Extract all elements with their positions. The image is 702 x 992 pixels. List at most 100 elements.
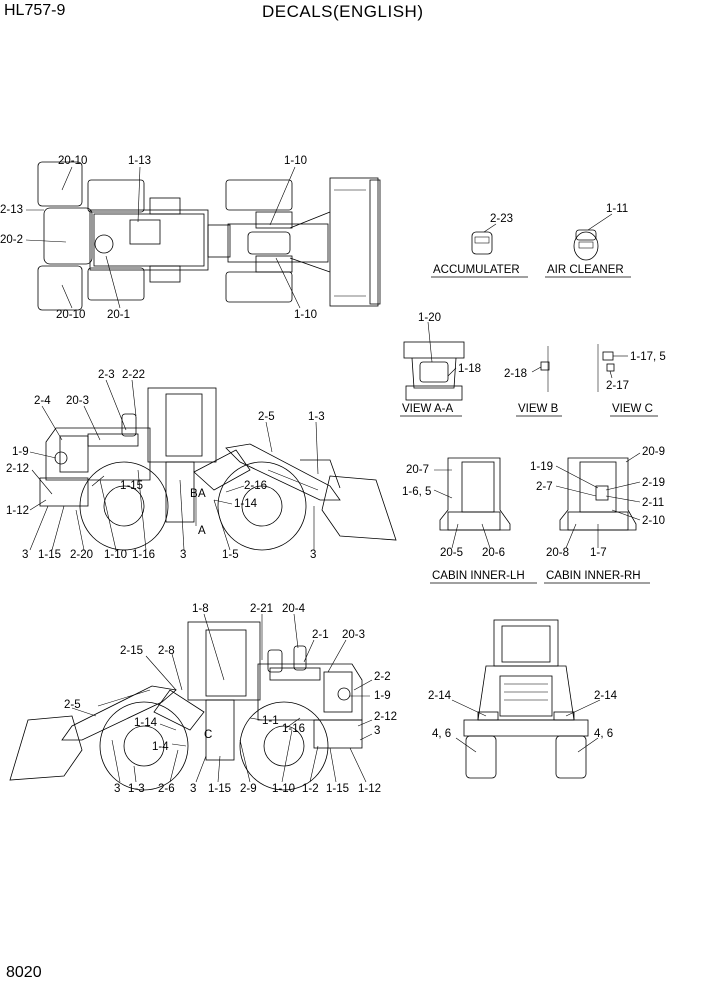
cabin-rh-ref: 2-11 [642,497,664,509]
right-side-label: 2-15 [120,645,143,657]
right-side-label: 1-8 [192,603,209,615]
left-side-label: 1-9 [12,446,29,458]
right-side-label: 1-14 [134,717,158,729]
right-side-label: 1-15 [326,783,349,795]
section-mark: B [190,488,198,500]
view-aa-ref: 1-20 [418,312,441,324]
cabin-rh-ref: 2-19 [642,477,665,489]
left-side-label: 20-3 [66,395,89,407]
cabin-rh-ref: 1-19 [530,461,553,473]
air-cleaner-ref: 1-11 [606,203,628,215]
left-side-label: 2-5 [258,411,275,423]
left-side-label: 2-20 [70,549,93,561]
right-side-label: 2-21 [250,603,273,615]
top-view-label: 20-10 [56,309,85,321]
left-side-label: 1-14 [234,498,258,510]
view-c-caption: VIEW C [612,403,653,415]
top-view-label: 2-13 [0,204,23,216]
left-side-label: 1-5 [222,549,239,561]
page-title: DECALS(ENGLISH) [262,2,424,21]
top-view-label: 1-10 [294,309,317,321]
air-cleaner-drawing [573,213,613,261]
left-side-label: 1-12 [6,505,29,517]
right-side-drawing [9,621,363,791]
left-side-label: 1-10 [104,549,127,561]
cabin-rh-drawing [555,452,641,549]
right-side-label: 3 [190,783,196,795]
view-c-drawing [597,344,628,392]
cabin-rh-ref: 2-10 [642,515,665,527]
view-aa-drawing [403,321,465,401]
top-view-leaders [25,166,301,309]
top-view-label: 20-2 [0,234,23,246]
cabin-rh-caption: CABIN INNER-RH [546,570,641,582]
front-view-label: 4, 6 [594,728,613,740]
cabin-lh-ref: 20-6 [482,547,505,559]
left-side-drawing [39,387,397,551]
right-side-label: 2-1 [312,629,329,641]
right-side-label: 3 [114,783,120,795]
right-side-label: 2-2 [374,671,391,683]
left-side-label: 2-3 [98,369,115,381]
model-number: HL757-9 [4,2,66,19]
right-side-label: 2-6 [158,783,175,795]
view-c-ref: 2-17 [606,380,629,392]
cabin-rh-ref: 2-7 [536,481,553,493]
page-number: 8020 [6,964,42,981]
air-cleaner-caption: AIR CLEANER [547,264,624,276]
cabin-rh-ref: 1-7 [590,547,607,559]
cabin-lh-drawing [433,457,511,549]
right-side-label: 2-8 [158,645,175,657]
front-view-drawing [463,619,589,779]
left-side-label: 3 [180,549,186,561]
left-side-label: 2-16 [244,480,267,492]
left-side-label: 3 [22,549,28,561]
cabin-rh-ref: 20-8 [546,547,569,559]
front-view-label: 2-14 [594,690,618,702]
right-side-label: 1-1 [262,715,279,727]
right-side-label: 1-10 [272,783,295,795]
right-side-label: 3 [374,725,380,737]
front-view-leaders [451,699,601,753]
left-side-label: 2-4 [34,395,51,407]
section-mark: A [198,525,206,537]
left-side-label: 2-12 [6,463,29,475]
cabin-lh-caption: CABIN INNER-LH [432,570,525,582]
accumulater-drawing [471,223,497,255]
view-aa-ref: 1-18 [458,363,481,375]
left-side-label: 1-15 [120,480,143,492]
cabin-lh-ref: 1-6, 5 [402,486,431,498]
cabin-rh-ref: 20-9 [642,446,665,458]
left-side-label: 3 [310,549,316,561]
front-view-label: 2-14 [428,690,452,702]
section-mark: A [198,488,206,500]
cabin-lh-ref: 20-5 [440,547,463,559]
left-side-leaders [29,379,319,551]
right-side-label: 1-16 [282,723,305,735]
right-side-label: 2-9 [240,783,257,795]
right-side-label: 2-5 [64,699,81,711]
top-view-label: 1-13 [128,155,151,167]
view-aa-caption: VIEW A-A [402,403,453,415]
right-side-label: 1-15 [208,783,231,795]
right-side-label: 20-4 [282,603,306,615]
top-view-label: 1-10 [284,155,307,167]
right-side-label: 1-2 [302,783,319,795]
left-side-label: 1-16 [132,549,155,561]
accumulater-caption: ACCUMULATER [433,264,520,276]
right-side-label: 1-12 [358,783,381,795]
accumulater-ref: 2-23 [490,213,513,225]
top-view-drawing [37,161,381,311]
cabin-lh-ref: 20-7 [406,464,429,476]
front-view-label: 4, 6 [432,728,451,740]
view-b-drawing [531,346,550,392]
right-side-label: 1-4 [152,741,169,753]
right-side-leaders [71,613,373,783]
right-side-label: 1-9 [374,690,391,702]
right-side-label: 1-3 [128,783,145,795]
top-view-label: 20-1 [107,309,130,321]
view-b-caption: VIEW B [518,403,559,415]
left-side-label: 2-22 [122,369,145,381]
right-side-label: 2-12 [374,711,397,723]
